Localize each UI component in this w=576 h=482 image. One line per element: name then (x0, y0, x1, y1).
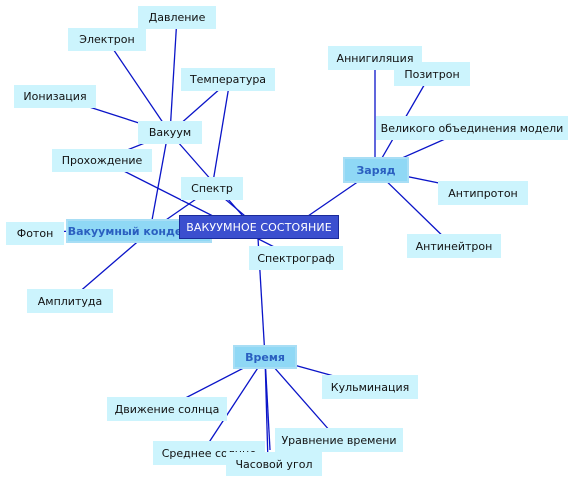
edge-vremya-chasovoy-2 (264, 356, 271, 451)
node-spektr[interactable]: Спектр (181, 177, 243, 200)
node-annigilyatsiya[interactable]: Аннигиляция (328, 46, 422, 70)
edge-vremya-uravnenie (264, 356, 339, 441)
node-velikogo[interactable]: Великого объединения модели (376, 116, 568, 140)
node-prokhozhdenie[interactable]: Прохождение (52, 149, 152, 172)
node-uravnenie-vremeni[interactable]: Уравнение времени (275, 428, 403, 452)
node-elektron[interactable]: Электрон (68, 28, 146, 51)
edge-vakuum-davlenie (169, 16, 178, 134)
node-zaryad[interactable]: Заряд (343, 157, 409, 183)
edge-vakuum-elektron (106, 39, 171, 134)
node-spektrograf[interactable]: Спектрограф (249, 246, 343, 270)
node-ionizatsiya[interactable]: Ионизация (14, 85, 96, 108)
node-chasovoy-ugol[interactable]: Часовой угол (226, 452, 322, 476)
edge-prokhozhdenie-spektrograf (101, 159, 297, 259)
node-davlenie[interactable]: Давление (138, 6, 216, 29)
edge-vremya-srednee (201, 356, 266, 454)
node-pozitron[interactable]: Позитрон (394, 62, 470, 86)
node-center-vakuumnoe-sostoyanie[interactable]: ВАКУУМНОЕ СОСТОЯНИЕ (179, 215, 339, 239)
node-vakuum[interactable]: Вакуум (138, 121, 202, 144)
node-antiproton[interactable]: Антипротон (438, 181, 528, 205)
node-antineytron[interactable]: Антинейтрон (407, 234, 501, 258)
node-kulminatsiya[interactable]: Кульминация (322, 375, 418, 399)
node-amplituda[interactable]: Амплитуда (27, 289, 113, 313)
edge-vakuum-vakuumny (149, 132, 169, 232)
edge-vakuum-center (169, 132, 243, 216)
node-vremya[interactable]: Время (233, 345, 297, 369)
edge-temperatura-spektr (211, 79, 231, 189)
node-dvizhenie-solntsa[interactable]: Движение солнца (107, 397, 227, 421)
node-foton[interactable]: Фотон (6, 222, 64, 245)
node-temperatura[interactable]: Температура (181, 68, 275, 91)
